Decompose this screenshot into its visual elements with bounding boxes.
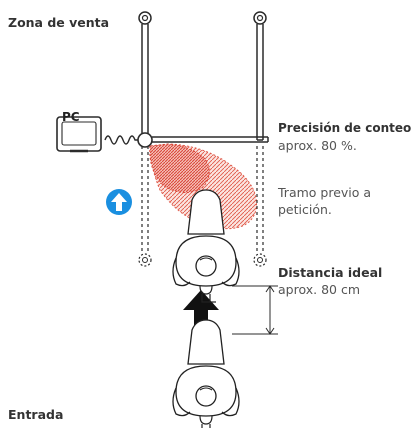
- gate-bar: [152, 136, 269, 143]
- distance-value: aprox. 80 cm: [278, 282, 360, 297]
- pc-label: PC: [62, 110, 80, 124]
- person-icon: [172, 319, 240, 428]
- prior-section-line1: Tramo previo a: [278, 185, 372, 200]
- accuracy-title: Precisión de conteo: [278, 121, 412, 135]
- prior-section-line2: petición.: [278, 202, 332, 217]
- sensor-coverage-area: [149, 143, 257, 230]
- left-gate-post: [138, 11, 152, 138]
- sensor-cable: [104, 135, 138, 145]
- zone-label: Zona de venta: [8, 15, 110, 30]
- dashed-lower-posts: [138, 146, 267, 267]
- distance-bracket: [232, 285, 278, 335]
- right-gate-post: [253, 11, 267, 141]
- entrance-label: Entrada: [8, 407, 64, 422]
- sensor-node: [137, 132, 153, 148]
- up-arrow-icon: [106, 189, 132, 215]
- distance-title: Distancia ideal: [278, 265, 383, 280]
- accuracy-value: aprox. 80 %.: [278, 138, 357, 153]
- pc-monitor-icon: [56, 116, 102, 153]
